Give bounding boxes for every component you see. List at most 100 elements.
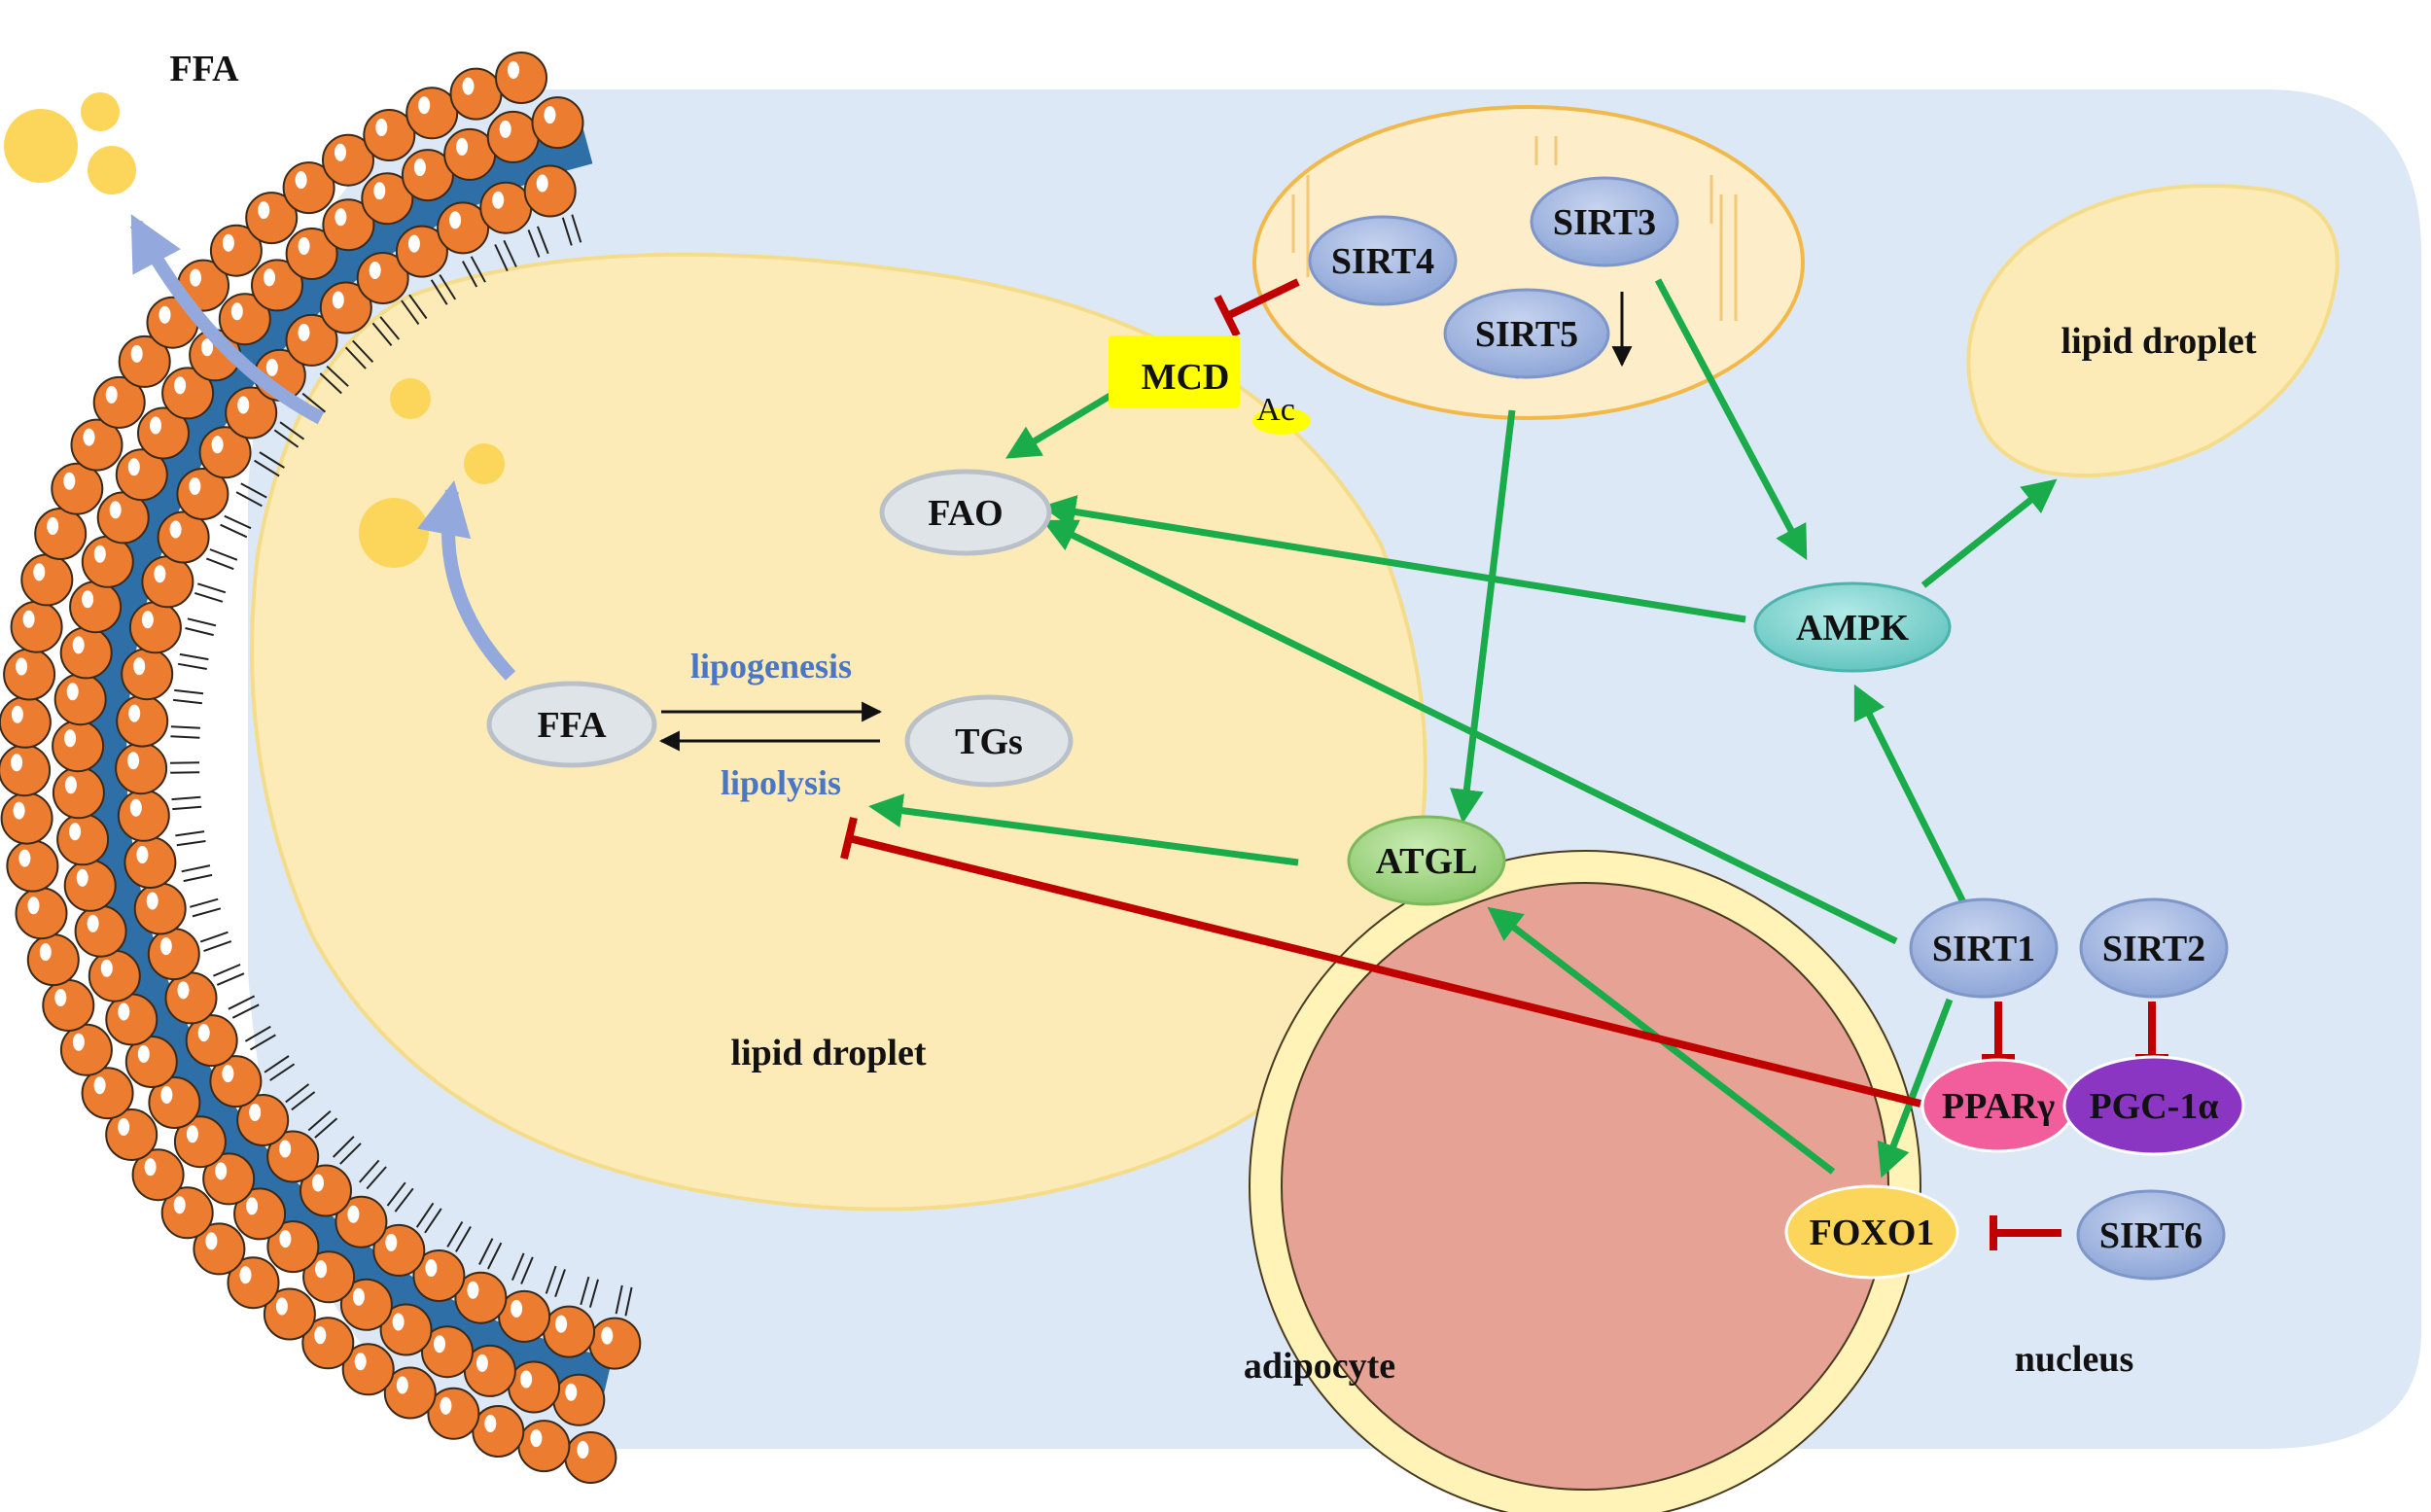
phospholipid-highlight (462, 77, 475, 95)
ffa-export-arrow-inner (417, 479, 516, 681)
phospholipid-highlight (347, 1205, 360, 1223)
phospholipid-highlight (146, 892, 159, 910)
phospholipid-highlight (11, 705, 23, 723)
phospholipid-head (552, 1373, 606, 1426)
sirt4-inhibits-mcd (1225, 278, 1300, 320)
arrow-sirt1-to-ampk (1853, 684, 1968, 906)
phospholipid-head (341, 1343, 395, 1396)
node-tgs: TGs (904, 694, 1074, 788)
phospholipid-highlight (314, 1326, 327, 1345)
phospholipid-highlight (63, 472, 76, 490)
phospholipid-head (116, 694, 169, 748)
nucleus (1249, 850, 1921, 1512)
phospholipid-head (379, 1303, 433, 1356)
phospholipid-head (185, 1014, 238, 1068)
phospholipid-head (301, 1317, 355, 1370)
arrow-mcd-to-fao (1004, 390, 1115, 459)
phospholipid-head (236, 1094, 290, 1146)
phospholipid-highlight (520, 1370, 533, 1389)
phospholipid-head (285, 313, 338, 367)
phospholipid-head (115, 742, 168, 795)
phospholipid-tail (344, 339, 374, 369)
phospholipid-highlight (335, 143, 346, 161)
phospholipid-head (164, 971, 218, 1025)
phospholipid-highlight (54, 989, 67, 1006)
phospholipid-highlight (173, 1196, 186, 1214)
phospholipid-highlight (385, 1233, 398, 1251)
node-sirt2: SIRT2 (2079, 897, 2229, 999)
phospholipid-tail (332, 1136, 362, 1165)
phospholipid-highlight (13, 801, 25, 820)
phospholipid-highlight (130, 344, 143, 363)
phospholipid-highlight (137, 1045, 150, 1063)
phospholipid-head (395, 225, 448, 278)
phospholipid-head (105, 1108, 159, 1161)
phospholipid-highlight (279, 1140, 292, 1158)
arrow-atgl-to-lipolysis (868, 793, 1299, 866)
phospholipid-head (495, 52, 547, 104)
phospholipid-head (209, 224, 263, 277)
phospholipid-head (69, 580, 123, 634)
node-ampk: AMPK (1753, 581, 1952, 673)
phospholipid-highlight (492, 191, 505, 209)
phospholipid-tail (194, 582, 227, 603)
node-sirt6: SIRT6 (2076, 1189, 2226, 1281)
phospholipid-head (437, 201, 490, 255)
phospholipid-head (52, 766, 105, 820)
phospholipid-head (128, 601, 182, 654)
phospholipid-tail (235, 482, 267, 508)
phospholipid-highlight (577, 1441, 589, 1459)
phospholipid-tail (401, 294, 428, 325)
phospholipid-head (405, 87, 459, 140)
phospholipid-head (160, 1186, 214, 1240)
node-sirt6-label: SIRT6 (2099, 1215, 2202, 1256)
phospholipid-head (319, 281, 372, 334)
phospholipid-highlight (476, 1354, 488, 1372)
phospholipid-highlight (128, 704, 141, 722)
phospholipid-highlight (66, 683, 79, 701)
phospholipid-head (198, 426, 252, 479)
phospholipid-head (449, 67, 503, 121)
phospholipid-tail (319, 365, 349, 395)
phospholipid-highlight (298, 237, 310, 255)
phospholipid-head (42, 979, 95, 1032)
node-ffa: FFA (486, 681, 657, 768)
phospholipid-head (15, 887, 68, 940)
pparg-inhibits-lipolysis (848, 834, 1921, 1108)
phospholipid-highlight (177, 981, 190, 1000)
phospholipid-highlight (536, 174, 548, 193)
phospholipid-highlight (129, 798, 142, 817)
phospholipid-head (299, 1164, 352, 1217)
phospholipid-highlight (150, 416, 161, 435)
phospholipid-highlight (159, 305, 171, 324)
phospholipid-highlight (295, 171, 307, 190)
phospholipid-head (148, 1076, 201, 1129)
lipid-droplet-small-label: lipid droplet (2061, 321, 2257, 362)
phospholipid-tail (177, 652, 209, 670)
phospholipid-highlight (22, 610, 35, 628)
node-sirt4: SIRT4 (1308, 215, 1458, 306)
ffa-dots (4, 92, 505, 568)
node-fao-label: FAO (928, 493, 1003, 534)
phospholipid-highlight (27, 897, 40, 915)
phospholipid-tail (171, 795, 202, 811)
phospholipid-tail (415, 1202, 442, 1234)
phospholipid-highlight (434, 1335, 445, 1354)
phospholipid-head (176, 468, 229, 520)
node-atgl: ATGL (1347, 815, 1506, 906)
node-pparg: PPARγ (1920, 1058, 2076, 1153)
adipocyte-label: adipocyte (1244, 1346, 1395, 1387)
mitochondrion (1252, 105, 1805, 420)
phospholipid-highlight (354, 1353, 367, 1371)
phospholipid-head (356, 252, 409, 304)
phospholipid-head (531, 96, 584, 150)
phospholipid-head (479, 181, 533, 234)
node-pparg-label: PPARγ (1942, 1086, 2055, 1127)
phospholipid-highlight (544, 106, 556, 124)
phospholipid-head (70, 418, 123, 472)
phospholipid-head (363, 109, 416, 161)
phospholipid-highlight (154, 565, 166, 583)
phospholipid-tail (511, 1252, 534, 1284)
node-sirt5-label: SIRT5 (1475, 314, 1578, 355)
arrow-ampk-to-fao (1041, 495, 1746, 623)
